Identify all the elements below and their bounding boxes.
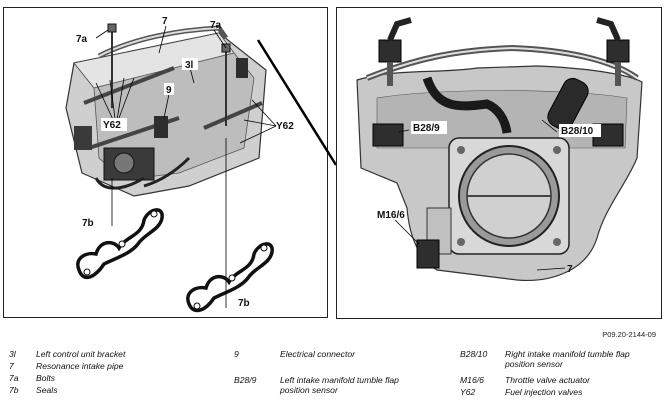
legend-key: 9 (234, 349, 239, 359)
injector-left (378, 39, 402, 63)
intake-manifold-illustration: 7a 7 7a 3l 9 Y62 Y62 7b 7b (65, 16, 294, 313)
label-m16-6: M16/6 (377, 210, 405, 221)
label-y62-right: Y62 (276, 121, 294, 132)
label-b28-9: B28/9 (413, 123, 440, 134)
breather-pipe (547, 77, 589, 131)
seal-right (186, 242, 274, 313)
legend-key: 7b (9, 385, 19, 395)
throttle-closeup-panel: B28/9 B28/10 M16/6 7 (336, 7, 662, 319)
sensor-b28-9 (372, 123, 404, 147)
label-3l: 3l (185, 60, 194, 71)
injector-right (606, 39, 630, 63)
label-7a-right: 7a (210, 20, 222, 31)
legend-key: 3l (9, 349, 16, 359)
label-7b-left: 7b (82, 218, 94, 229)
label-7a-left: 7a (76, 34, 88, 45)
legend-key: B28/10 (460, 349, 488, 359)
seal-left (76, 208, 164, 280)
legend: 3l Left control unit bracket 7 Resonance… (0, 348, 665, 405)
legend-key: M16/6 (460, 375, 484, 385)
vacuum-hose (422, 76, 512, 134)
intake-manifold-overview-panel: 7a 7 7a 3l 9 Y62 Y62 7b 7b (3, 7, 328, 318)
legend-key: 7 (9, 361, 14, 371)
legend-key: B28/9 (234, 375, 257, 385)
legend-text: Left intake manifold tumble flap positio… (280, 375, 399, 395)
legend-text: Fuel injection valves (505, 387, 583, 397)
legend-key: 7a (9, 373, 19, 383)
legend-key: Y62 (460, 387, 476, 397)
label-9: 9 (166, 85, 172, 96)
label-7-right: 7 (567, 264, 573, 275)
legend-text: Right intake manifold tumble flap positi… (505, 349, 630, 369)
label-y62-left: Y62 (103, 120, 121, 131)
legend-text: Bolts (36, 373, 56, 383)
label-7-left: 7 (162, 16, 168, 27)
throttle-closeup-illustration: B28/9 B28/10 M16/6 7 (356, 17, 643, 282)
legend-text: Seals (36, 385, 58, 395)
legend-text: Left control unit bracket (36, 349, 126, 359)
throttle-actuator (416, 239, 440, 269)
label-7b-right: 7b (238, 298, 250, 309)
legend-text: Electrical connector (280, 349, 355, 359)
label-b28-10: B28/10 (561, 126, 594, 137)
zoom-connector-line (256, 39, 338, 166)
legend-text: Throttle valve actuator (505, 375, 591, 385)
legend-text: Resonance intake pipe (36, 361, 124, 371)
figure-reference: P09.20-2144-09 (602, 330, 656, 339)
